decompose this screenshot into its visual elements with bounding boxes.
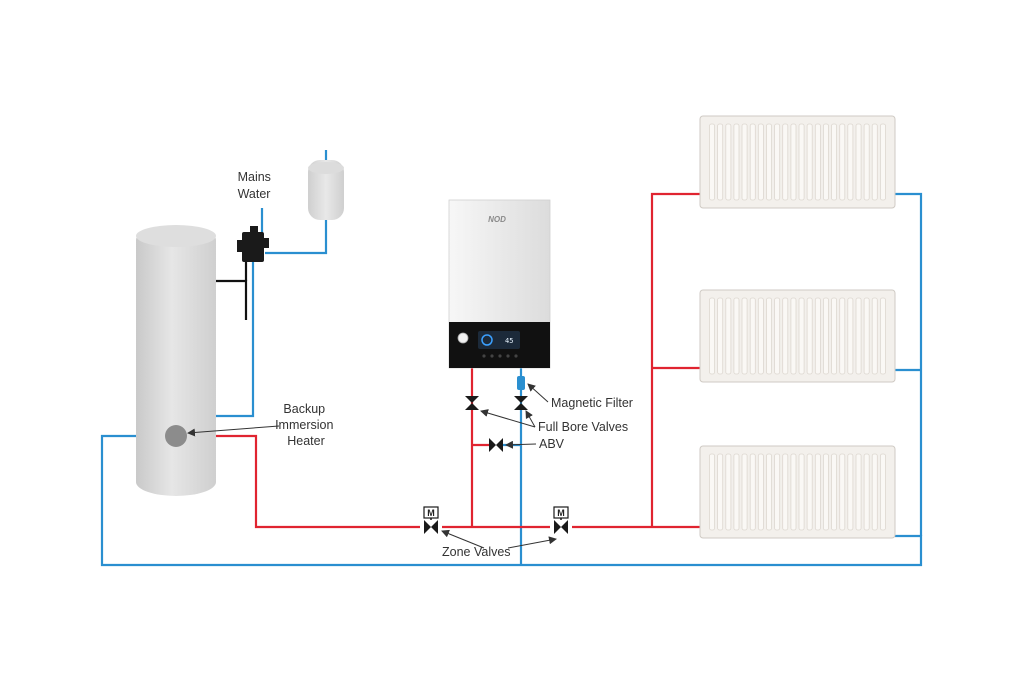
cylinder-coil-flow — [215, 434, 420, 529]
boiler-brand: NOD — [488, 215, 506, 224]
expansion-vessel-icon — [308, 160, 344, 220]
mains-water-label-line-1: Mains — [238, 170, 271, 184]
mains-valve-cluster-icon — [237, 226, 269, 262]
abv-label: ABV — [539, 437, 565, 451]
vessel-feed-pipe — [265, 218, 328, 255]
pressure-gauge-icon — [457, 332, 469, 344]
flow-riser-radiators — [650, 192, 700, 527]
hot-water-cylinder — [136, 225, 216, 496]
magnetic-filter-icon — [517, 376, 525, 390]
unvented-kit-pipes — [215, 262, 248, 320]
zone-valve-1-icon: M — [423, 506, 439, 534]
full-bore-valves-label: Full Bore Valves — [538, 420, 628, 434]
boiler: NOD 45 — [448, 199, 551, 369]
zone-valve-2-icon: M — [553, 506, 569, 534]
return-main-loop — [100, 434, 923, 567]
flow-pipework — [215, 192, 700, 529]
radiator-icon — [699, 115, 896, 209]
backup-heater-label-line-1: Backup — [283, 402, 325, 416]
full-bore-valve-return-icon — [514, 396, 528, 410]
annotation-arrows — [187, 383, 557, 549]
radiator-icon — [699, 445, 896, 539]
zone-valves-label: Zone Valves — [442, 545, 511, 559]
abv-valve-icon — [489, 438, 503, 452]
mains-water-label: Mains Water — [238, 170, 275, 201]
radiators — [699, 115, 896, 539]
return-riser-radiators — [895, 192, 923, 536]
backup-heater-label-line-3: Heater — [287, 434, 325, 448]
full-bore-valve-flow-icon — [465, 396, 479, 410]
backup-heater-label: Backup Immersion Heater — [275, 402, 337, 448]
boiler-buttons — [482, 354, 518, 358]
magnetic-filter-label: Magnetic Filter — [551, 396, 633, 410]
radiator-icon — [699, 289, 896, 383]
zone-valve-2-marker: M — [557, 508, 565, 518]
boiler-display-reading: 45 — [505, 337, 513, 345]
cylinder-cold-feed — [215, 262, 255, 418]
backup-heater-label-line-2: Immersion — [275, 418, 333, 432]
boiler-display — [478, 331, 520, 349]
immersion-heater-icon — [165, 425, 187, 447]
zone-valve-1-marker: M — [427, 508, 435, 518]
mains-water-label-line-2: Water — [238, 187, 271, 201]
